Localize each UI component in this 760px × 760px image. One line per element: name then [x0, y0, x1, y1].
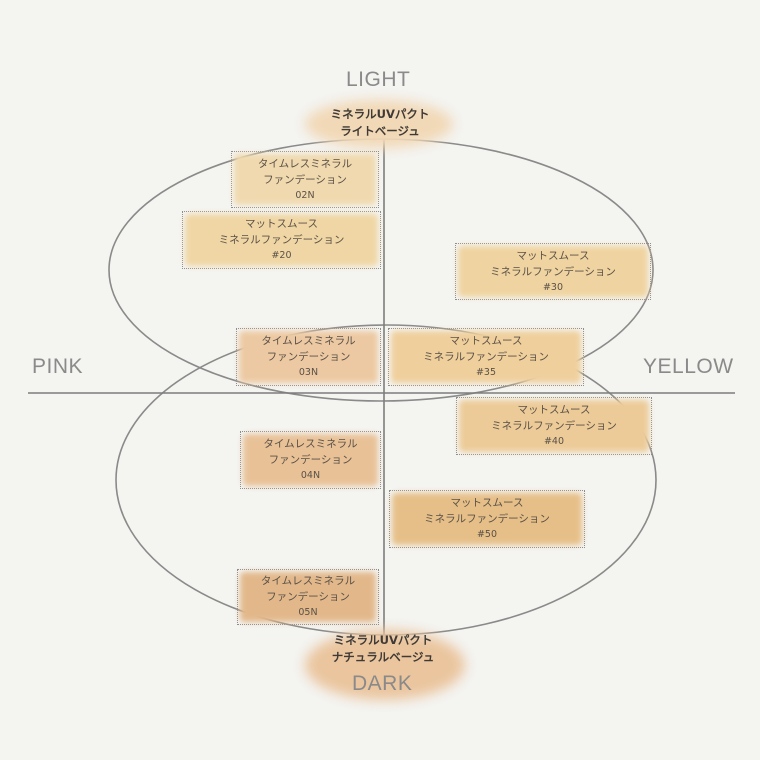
swatch-line2: ミネラルファンデーション: [423, 351, 549, 363]
pact-natural-line2: ナチュラルベージュ: [331, 650, 435, 664]
swatch-powder: [185, 214, 378, 266]
swatch-50: マットスムース ミネラルファンデーション #50: [389, 490, 585, 548]
pact-natural-label: ミネラルUVパクト ナチュラルベージュ: [293, 632, 473, 666]
swatch-line1: タイムレスミネラル: [261, 335, 356, 347]
swatch-line1: マットスムース: [517, 404, 591, 416]
swatch-line2: ミネラルファンデーション: [491, 420, 617, 432]
axis-label-dark: DARK: [352, 672, 413, 695]
swatch-powder: [239, 331, 378, 383]
swatch-powder: [458, 246, 648, 297]
pact-light-label: ミネラルUVパクト ライトベージュ: [290, 106, 470, 140]
axis-label-yellow: YELLOW: [643, 355, 734, 378]
swatch-line1: マットスムース: [449, 335, 523, 347]
swatch-line1: タイムレスミネラル: [263, 438, 358, 450]
swatch-40: マットスムース ミネラルファンデーション #40: [456, 397, 652, 455]
swatch-powder: [391, 331, 581, 383]
swatch-02n: タイムレスミネラル ファンデーション 02N: [231, 151, 379, 208]
swatch-code: 02N: [295, 189, 315, 201]
swatch-line1: タイムレスミネラル: [260, 575, 356, 587]
axis-label-light: LIGHT: [346, 68, 411, 91]
swatch-05n: タイムレスミネラル ファンデーション 05N: [237, 569, 379, 625]
swatch-code: #50: [476, 529, 498, 540]
swatch-35: マットスムース ミネラルファンデーション #35: [388, 328, 584, 386]
swatch-powder: [459, 400, 649, 452]
swatch-line1: タイムレスミネラル: [257, 157, 353, 170]
swatch-line2: ミネラルファンデーション: [490, 265, 616, 278]
pact-natural-powder: [305, 630, 465, 700]
swatch-code: #35: [475, 367, 497, 378]
swatch-line2: ミネラルファンデーション: [218, 234, 345, 246]
swatch-line2: ファンデーション: [263, 173, 347, 186]
swatch-04n: タイムレスミネラル ファンデーション 04N: [240, 431, 381, 489]
swatch-30: マットスムース ミネラルファンデーション #30: [455, 243, 651, 300]
swatch-line2: ファンデーション: [268, 454, 353, 466]
swatch-powder: [392, 493, 582, 545]
pact-natural-line1: ミネラルUVパクト: [333, 633, 433, 647]
swatch-code: #30: [542, 281, 564, 293]
swatch-powder: [243, 434, 378, 486]
swatch-line1: マットスムース: [450, 497, 524, 509]
swatch-20: マットスムース ミネラルファンデーション #20: [182, 211, 381, 269]
swatch-line1: マットスムース: [245, 218, 318, 230]
axis-label-pink: PINK: [32, 355, 84, 378]
pact-light-powder: [305, 100, 453, 148]
swatch-code: 03N: [298, 367, 319, 378]
swatch-line2: ミネラルファンデーション: [424, 513, 550, 525]
swatch-line1: マットスムース: [516, 249, 590, 262]
swatch-powder: [240, 572, 376, 622]
swatch-powder: [234, 154, 376, 205]
swatch-03n: タイムレスミネラル ファンデーション 03N: [236, 328, 381, 386]
pact-light-line1: ミネラルUVパクト: [330, 107, 430, 121]
swatch-code: #40: [543, 436, 565, 447]
swatch-line2: ファンデーション: [266, 591, 350, 603]
swatch-code: #20: [271, 250, 292, 261]
swatch-code: 05N: [298, 607, 318, 618]
swatch-code: 04N: [300, 470, 321, 481]
swatch-line2: ファンデーション: [266, 351, 351, 363]
pact-light-line2: ライトベージュ: [340, 124, 420, 138]
